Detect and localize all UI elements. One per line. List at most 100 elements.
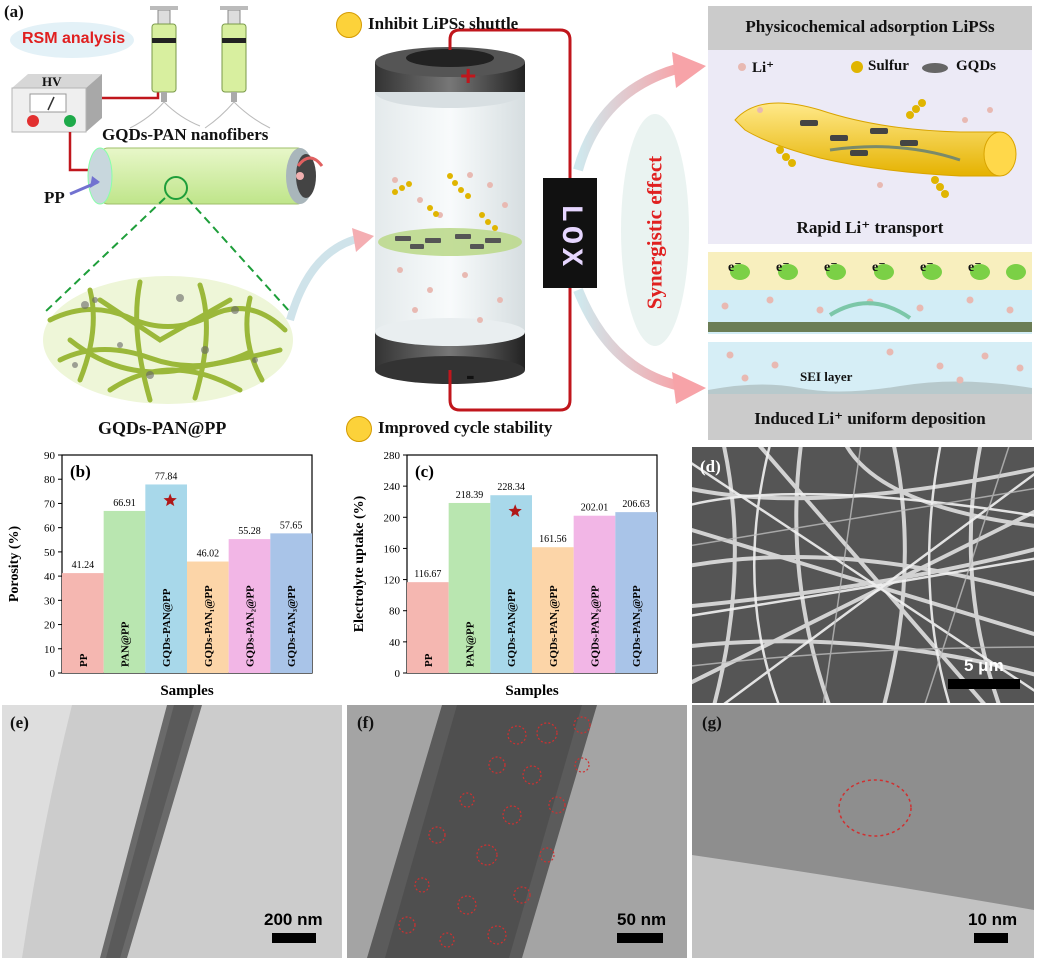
- bar-value-label: 46.02: [197, 549, 220, 560]
- category-label: GQDs-PAN₁@PP: [548, 585, 560, 667]
- adsorption-header-bar: [708, 6, 1032, 50]
- bar-value-label: 66.91: [113, 498, 136, 509]
- tem-fiber-e: [2, 705, 342, 958]
- sem-image-d: (d) 5 μm: [692, 447, 1034, 703]
- bar-value-label: 116.67: [414, 569, 441, 580]
- bar-value-label: 228.34: [497, 482, 525, 493]
- schematic-graphic: [10, 6, 1032, 440]
- y-tick-label: 80: [44, 474, 56, 486]
- load-box: [543, 178, 597, 288]
- y-tick-label: 30: [44, 595, 56, 607]
- bar-0: [407, 582, 449, 673]
- y-axis-label: Porosity (%): [7, 525, 22, 602]
- legend-li: Li⁺: [752, 60, 775, 76]
- hv-meter: [29, 93, 67, 113]
- hv-box-side: [86, 74, 102, 132]
- bar-1: [103, 510, 146, 673]
- smile-icon-top: [336, 12, 362, 38]
- panel-label-a: (a): [4, 2, 24, 21]
- category-label: PP: [78, 653, 90, 667]
- bar-value-label: 55.28: [238, 526, 261, 537]
- schematic-panel: (a): [0, 0, 1037, 445]
- electron-label-5: e⁻: [920, 260, 934, 275]
- y-tick-label: 280: [384, 450, 401, 462]
- y-tick-label: 10: [44, 644, 56, 656]
- bar-4: [573, 515, 616, 673]
- hv-label: HV: [42, 74, 62, 89]
- separator-label: GQDs-PAN@PP: [98, 418, 227, 438]
- y-tick-label: 200: [384, 512, 401, 524]
- y-tick-label: 40: [389, 637, 401, 649]
- y-tick-label: 120: [384, 575, 401, 587]
- bar-4: [228, 539, 271, 673]
- electron-label-2: e⁻: [776, 260, 790, 275]
- y-axis-label: Electrolyte uptake (%): [352, 495, 367, 632]
- category-label: GQDs-PAN₁@PP: [203, 585, 215, 667]
- scale-bar-d: [948, 679, 1020, 689]
- plus-sign: +: [460, 60, 477, 91]
- synergy-label: Synergistic effect: [642, 155, 667, 310]
- bar-0: [62, 573, 104, 673]
- category-label: GQDs-PAN₂@PP: [245, 585, 257, 667]
- bar-value-label: 41.24: [72, 560, 95, 571]
- minus-sign: -: [466, 360, 475, 390]
- bar-value-label: 77.84: [155, 471, 178, 482]
- panel-label: (c): [415, 462, 434, 481]
- y-tick-label: 70: [44, 498, 56, 510]
- scale-bar-e: [272, 933, 316, 943]
- tem-image-g: (g) 10 nm: [692, 705, 1034, 958]
- panel-label-e: (e): [10, 713, 29, 732]
- smile-icon-bottom: [346, 416, 372, 442]
- bar-value-label: 206.63: [622, 499, 650, 510]
- y-tick-label: 90: [44, 450, 56, 462]
- scale-bar-g: [974, 933, 1008, 943]
- scale-text-d: 5 μm: [964, 656, 1004, 675]
- category-label: PAN@PP: [120, 621, 132, 667]
- hv-red-knob: [27, 115, 39, 127]
- bar-5: [270, 533, 312, 673]
- tem-image-e: (e) 200 nm: [2, 705, 342, 958]
- y-tick-label: 0: [395, 668, 401, 680]
- deposition-label: Induced Li⁺ uniform deposition: [754, 409, 986, 428]
- y-tick-label: 0: [50, 668, 56, 680]
- tem-fiber-f: [347, 705, 687, 958]
- category-label: GQDs-PAN@PP: [161, 588, 173, 667]
- fiber-illustration: [734, 99, 1017, 198]
- hv-box-top: [12, 74, 102, 88]
- synergy-ellipse: [621, 114, 689, 346]
- hv-green-knob: [64, 115, 76, 127]
- rsm-ellipse: [10, 22, 134, 58]
- battery: [375, 47, 525, 384]
- bar-3: [532, 547, 574, 673]
- nanofiber-label: GQDs-PAN nanofibers: [102, 125, 269, 144]
- y-tick-label: 160: [384, 543, 401, 555]
- y-tick-label: 20: [44, 620, 56, 632]
- y-tick-label: 50: [44, 547, 56, 559]
- panel-label-d: (d): [700, 457, 721, 476]
- scale-text-g: 10 nm: [968, 910, 1018, 929]
- sei-label: SEI layer: [800, 369, 853, 384]
- collector-cylinder: [99, 147, 306, 205]
- syringe-1: [150, 6, 178, 102]
- panel-label: (b): [70, 462, 91, 481]
- tem-image-f: (f) 50 nm: [347, 705, 687, 958]
- x-axis-label: Samples: [505, 683, 559, 699]
- x-axis-label: Samples: [160, 683, 214, 699]
- pp-label: PP: [44, 188, 65, 207]
- rsm-label: RSM analysis: [22, 30, 126, 47]
- scale-text-e: 200 nm: [264, 910, 323, 929]
- bar-2: [490, 495, 532, 673]
- bar-value-label: 161.56: [539, 534, 567, 545]
- inhibit-label: Inhibit LiPSs shuttle: [368, 14, 519, 33]
- syringe-2: [220, 6, 248, 102]
- star-marker: [163, 493, 177, 507]
- load-label: LOX: [553, 203, 587, 270]
- bar-5: [615, 512, 657, 673]
- deposition-footer-bar: [708, 394, 1032, 440]
- bar-value-label: 218.39: [456, 490, 484, 501]
- porosity-chart: 010203040506070809041.24PP66.91PAN@PP77.…: [7, 450, 313, 699]
- rapid-label: Rapid Li⁺ transport: [796, 218, 944, 237]
- electron-label-3: e⁻: [824, 260, 838, 275]
- y-tick-label: 240: [384, 481, 401, 493]
- category-label: GQDs-PAN₃@PP: [631, 585, 643, 667]
